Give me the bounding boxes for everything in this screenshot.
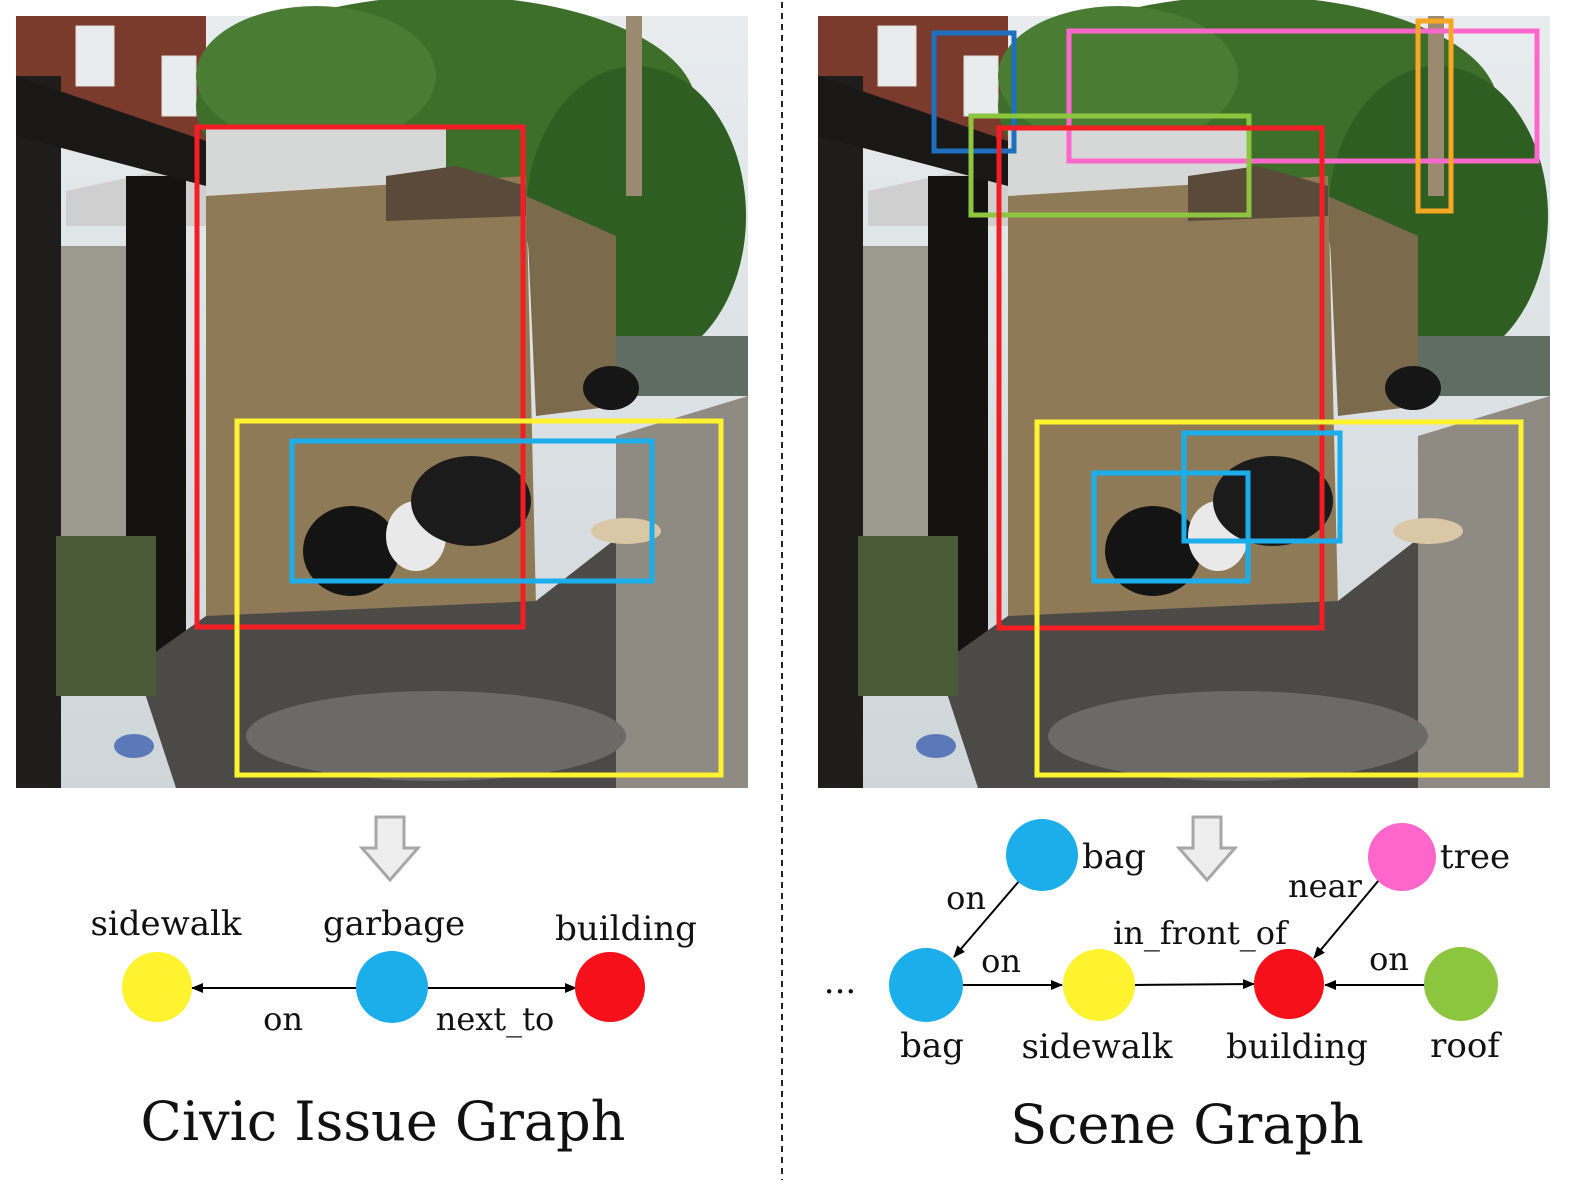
node-building (575, 952, 645, 1022)
node-label-sidewalk: sidewalk (90, 904, 241, 944)
down-arrow-icon (1175, 815, 1239, 883)
civic-issue-graph: sidewalk garbage building on next_to Civ… (90, 904, 696, 1153)
node-garbage (356, 951, 428, 1023)
scene-graph: ... bag tree bag sidewalk building roof … (824, 819, 1510, 1156)
node-roof (1424, 947, 1498, 1021)
edge-label-on-top: on (946, 879, 986, 917)
node-label-bag-top: bag (1082, 837, 1146, 877)
right-bounding-boxes (931, 18, 1540, 778)
graph-title: Civic Issue Graph (141, 1090, 626, 1153)
building-box (996, 125, 1325, 631)
node-label-garbage: garbage (323, 904, 465, 944)
node-tree (1368, 823, 1436, 891)
node-label-tree: tree (1440, 837, 1510, 877)
node-label-building: building (555, 909, 697, 949)
edge-tree-near-building (1313, 879, 1380, 959)
edge-bag-on-bag (953, 879, 1021, 958)
pole-box (1415, 18, 1454, 214)
node-sidewalk (1063, 949, 1135, 1021)
left-bounding-boxes (194, 124, 724, 778)
node-label-building: building (1226, 1027, 1368, 1067)
sidewalk-box (234, 418, 724, 778)
node-label-sidewalk: sidewalk (1021, 1027, 1172, 1067)
down-arrow-icon (358, 815, 422, 883)
edge-label-in-front-of: in_front_of (1113, 914, 1289, 952)
edge-label-on: on (263, 1000, 303, 1038)
tree-box (1066, 28, 1540, 164)
sidewalk-box (1034, 419, 1524, 778)
bag-box-1 (1181, 430, 1343, 544)
garbage-box (289, 438, 655, 584)
edge-sidewalk-in-front-of-building (1134, 979, 1255, 990)
node-sidewalk (122, 952, 192, 1022)
bag-box-2 (1091, 470, 1251, 584)
edge-label-on-right: on (1369, 940, 1409, 978)
edge-label-next-to: next_to (436, 1000, 555, 1038)
edge-label-near: near (1288, 867, 1363, 905)
node-bag (889, 948, 963, 1022)
node-bag-top (1006, 819, 1078, 891)
graph-title: Scene Graph (1010, 1093, 1364, 1156)
window-box (931, 30, 1017, 154)
building-box (194, 124, 526, 630)
node-building (1254, 949, 1324, 1019)
node-label-bag: bag (900, 1026, 964, 1066)
edge-label-on-mid: on (981, 942, 1021, 980)
ellipsis: ... (824, 962, 856, 1002)
roof-box (968, 113, 1252, 218)
node-label-roof: roof (1430, 1026, 1502, 1066)
left-photo (15, 0, 749, 789)
